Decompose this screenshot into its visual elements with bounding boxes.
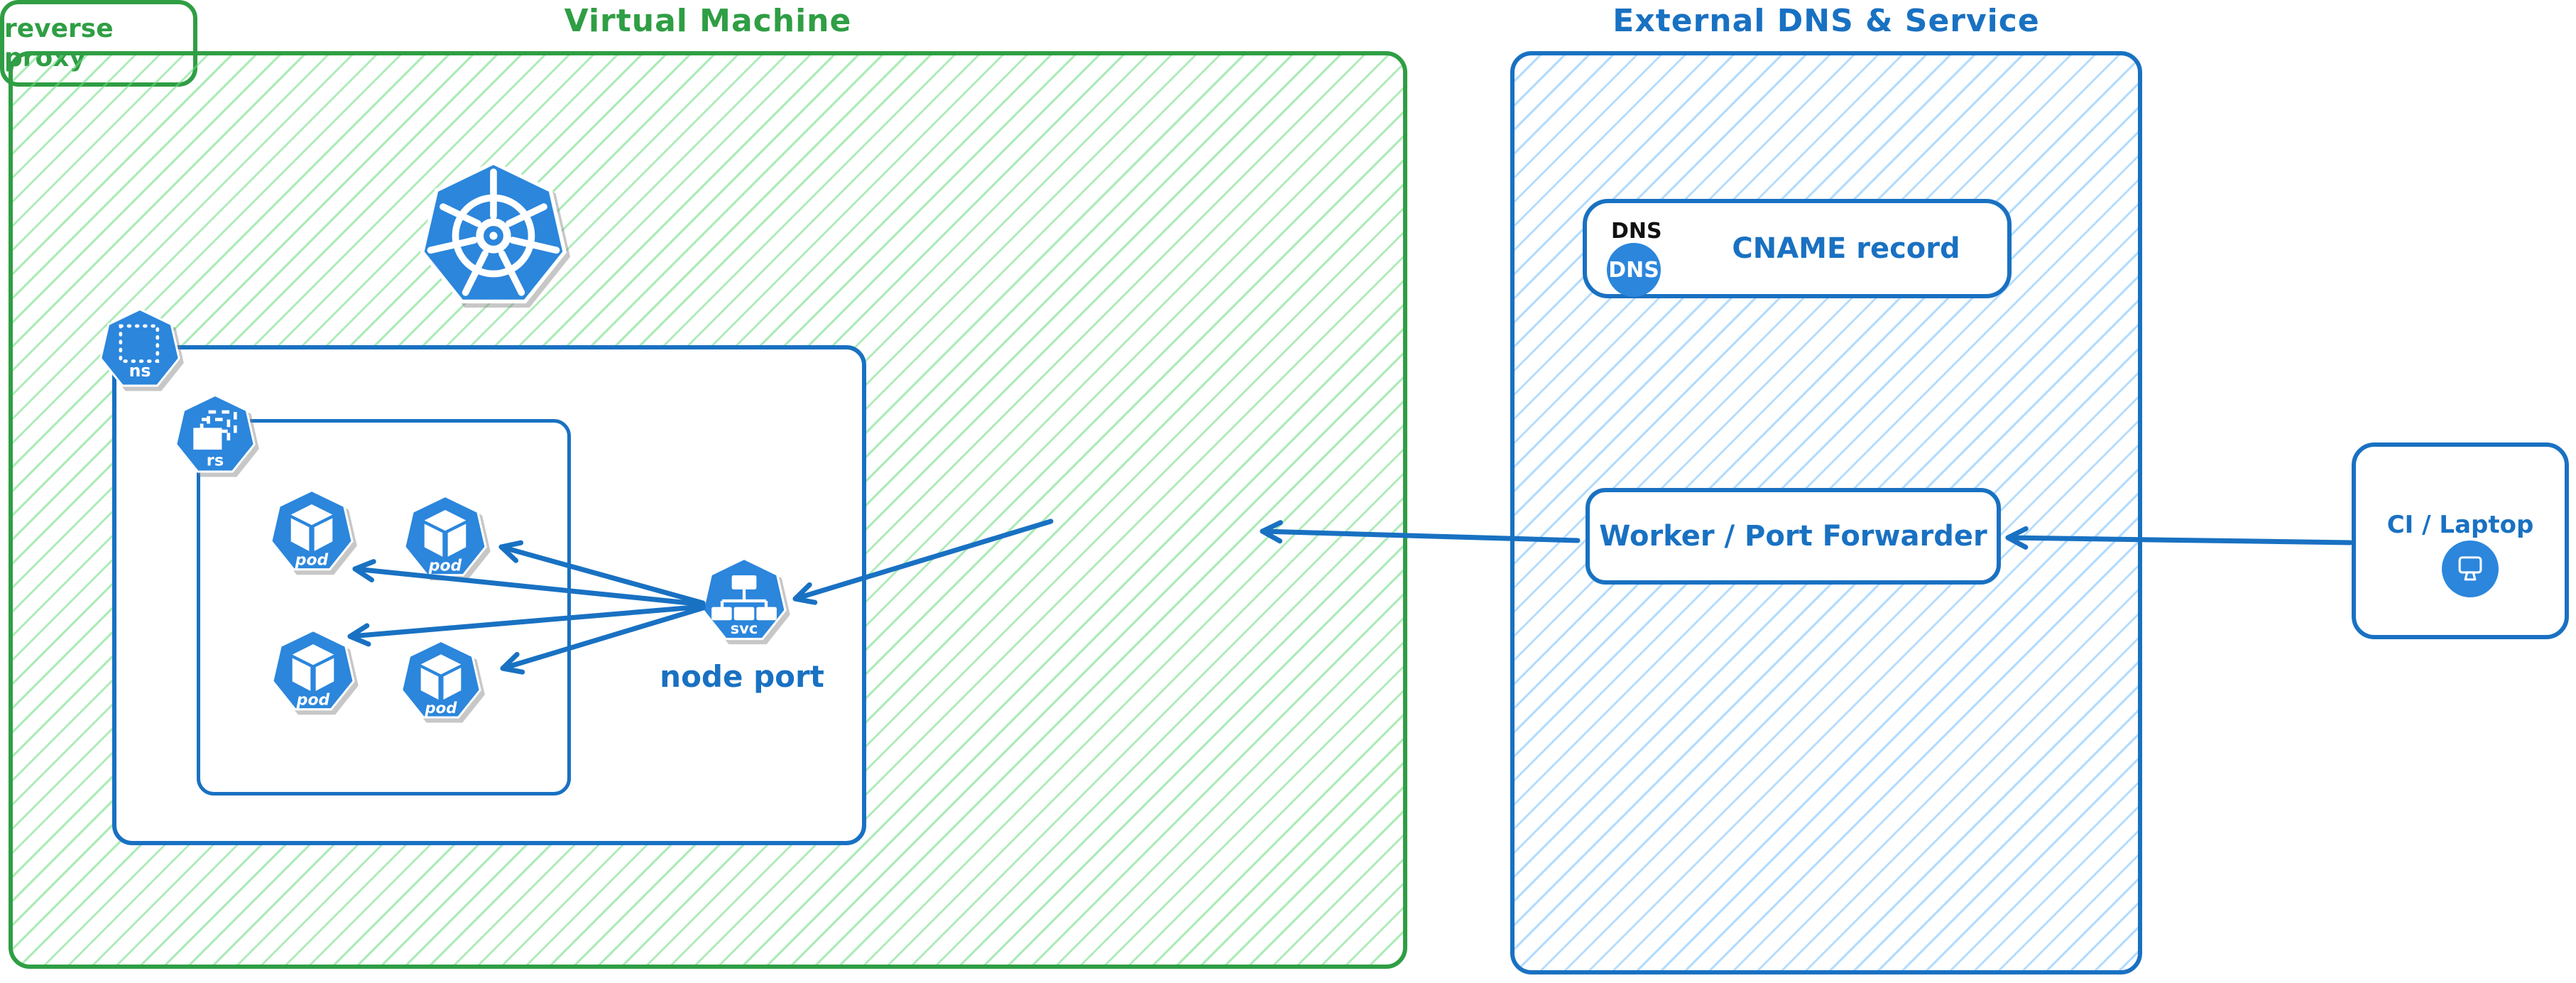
namespace-icon-label: ns [129,361,151,381]
namespace-icon: ns [99,308,180,387]
virtual-machine-title: Virtual Machine [564,3,852,39]
node-port-caption: node port [660,659,824,694]
pod-icon-label: pod [425,700,458,717]
worker-port-forwarder-box: Worker / Port Forwarder [1586,488,2001,585]
pod-icon: pod [271,629,355,711]
kubernetes-logo-icon [420,161,567,304]
dns-icon-label: DNS [1608,257,1659,283]
pod-icon-label: pod [295,551,329,569]
external-dns-title: External DNS & Service [1612,3,2040,39]
pod-icon: pod [270,489,354,571]
replicaset-icon: rs [175,393,256,473]
cname-record-label: CNAME record [1732,232,1960,265]
pod-icon-label: pod [428,557,462,575]
service-icon-label: svc [731,619,758,637]
pod-icon: pod [403,494,487,577]
service-icon: svc [702,557,787,641]
monitor-icon [2442,541,2499,597]
pod-icon: pod [400,639,481,719]
dns-record-box: DNS DNS CNAME record [1583,199,2012,298]
pod-icon-label: pod [296,691,330,709]
ci-laptop-label: CI / Laptop [2386,511,2534,539]
dns-icon: DNS [1607,243,1661,297]
replicaset-icon-label: rs [207,451,224,469]
ci-laptop-box: CI / Laptop [2352,442,2569,639]
dns-record-header: DNS [1611,219,1662,244]
worker-port-forwarder-label: Worker / Port Forwarder [1599,520,1987,553]
